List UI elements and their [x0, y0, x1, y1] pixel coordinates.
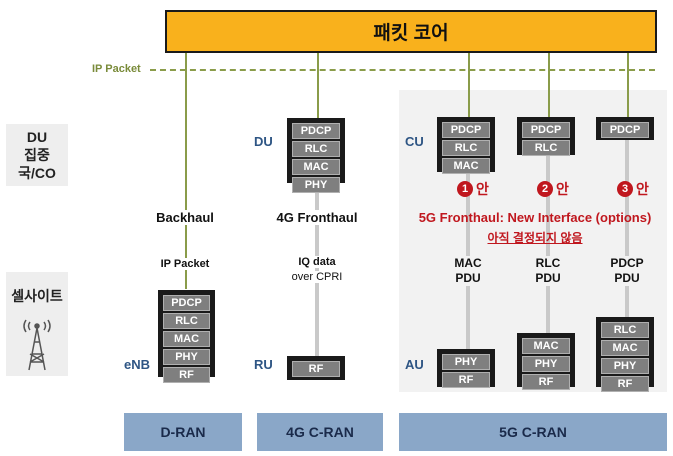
- ru-label: RU: [254, 357, 273, 372]
- du-layer: PHY: [292, 177, 340, 193]
- cran5g-label: 5G C-RAN: [499, 424, 567, 440]
- option-label: 안: [636, 181, 649, 197]
- option-2: 2 안: [537, 179, 569, 199]
- ru-layer: RF: [292, 361, 340, 377]
- cran4g-label: 4G C-RAN: [286, 424, 354, 440]
- du-co-box: DU 집중국/CO: [6, 124, 68, 186]
- cu-layer: MAC: [442, 158, 490, 174]
- ip-packet-dashed-line: [150, 69, 655, 71]
- ip-packet-top-label: IP Packet: [92, 63, 141, 75]
- fronthaul-opt3-line: [625, 140, 629, 318]
- option-1: 1 안: [457, 179, 489, 199]
- cu2-core-line: [548, 52, 550, 118]
- cell-site-box: 셀사이트: [6, 272, 68, 376]
- iq-data-label: IQ data: [282, 256, 352, 268]
- cu-layer: PDCP: [522, 122, 570, 138]
- option-number: 1: [457, 181, 473, 197]
- au-layer: RF: [442, 372, 490, 388]
- backhaul-label: Backhaul: [145, 210, 225, 225]
- fronthaul-4g-line: [315, 183, 319, 356]
- au-layer: RF: [601, 376, 649, 392]
- dran-bar: D-RAN: [124, 413, 242, 451]
- au-layer: RF: [522, 374, 570, 390]
- not-decided-label: 아직 결정되지 않음: [487, 231, 583, 245]
- fronthaul-opt2-line: [546, 155, 550, 335]
- cu-layer: PDCP: [442, 122, 490, 138]
- pdu-label-1: MAC PDU: [444, 256, 492, 286]
- ip-packet-mid-label: IP Packet: [145, 258, 225, 270]
- au-opt1-stack: PHY RF: [437, 349, 495, 388]
- au-layer: PHY: [442, 354, 490, 370]
- du-layer: RLC: [292, 141, 340, 157]
- au-layer: MAC: [601, 340, 649, 356]
- cell-site-label: 셀사이트: [11, 288, 63, 304]
- ru-stack: RF: [287, 356, 345, 380]
- cu-layer: PDCP: [601, 122, 649, 138]
- enb-label: eNB: [124, 357, 151, 372]
- du-node-label: DU: [254, 134, 273, 149]
- du-layer: PDCP: [292, 123, 340, 139]
- fronthaul-5g-label: 5G Fronthaul: New Interface (options): [418, 210, 652, 225]
- cran4g-bar: 4G C-RAN: [257, 413, 383, 451]
- option-label: 안: [556, 181, 569, 197]
- cu-label: CU: [405, 134, 424, 149]
- enb-layer: RLC: [163, 313, 210, 329]
- au-label: AU: [405, 357, 424, 372]
- option-number: 2: [537, 181, 553, 197]
- cu-layer: RLC: [522, 140, 570, 156]
- enb-layer: MAC: [163, 331, 210, 347]
- enb-layer: PHY: [163, 349, 210, 365]
- packet-core-label: 패킷 코어: [373, 23, 449, 44]
- fronthaul-4g-label: 4G Fronthaul: [262, 210, 372, 225]
- pdu-line2: PDU: [455, 271, 481, 285]
- au-layer: MAC: [522, 338, 570, 354]
- cell-tower-icon: [23, 319, 51, 371]
- au-layer: PHY: [601, 358, 649, 374]
- cu-opt3-stack: PDCP: [596, 117, 654, 140]
- pdu-line1: RLC: [535, 256, 561, 270]
- pdu-line2: PDU: [614, 271, 640, 285]
- option-number: 3: [617, 181, 633, 197]
- option-label: 안: [476, 181, 489, 197]
- pdu-line2: PDU: [535, 271, 561, 285]
- enb-layer: PDCP: [163, 295, 210, 311]
- pdu-line1: MAC: [454, 256, 482, 270]
- du-label: DU: [26, 129, 48, 145]
- au-opt2-stack: MAC PHY RF: [517, 333, 575, 390]
- cu-layer: RLC: [442, 140, 490, 156]
- cu-opt1-stack: PDCP RLC MAC: [437, 117, 495, 174]
- cu3-core-line: [627, 52, 629, 118]
- du-layer: MAC: [292, 159, 340, 175]
- option-3: 3 안: [617, 179, 649, 199]
- dran-label: D-RAN: [160, 424, 206, 440]
- packet-core: 패킷 코어: [165, 10, 657, 53]
- du-stack: PDCP RLC MAC PHY: [287, 118, 345, 193]
- pdu-label-2: RLC PDU: [524, 256, 572, 286]
- over-cpri-label: over CPRI: [282, 271, 352, 283]
- cran5g-bar: 5G C-RAN: [399, 413, 667, 451]
- enb-layer: RF: [163, 367, 210, 383]
- au-layer: RLC: [601, 322, 649, 338]
- pdu-label-3: PDCP PDU: [603, 256, 651, 286]
- backhaul-line: [185, 52, 187, 289]
- cu1-core-line: [468, 52, 470, 118]
- au-opt3-stack: RLC MAC PHY RF: [596, 317, 654, 392]
- cu-opt2-stack: PDCP RLC: [517, 117, 575, 156]
- au-layer: PHY: [522, 356, 570, 372]
- du-core-line: [317, 52, 319, 118]
- pdu-line1: PDCP: [610, 256, 644, 270]
- co-label: 집중국/CO: [18, 147, 56, 181]
- enb-stack: PDCP RLC MAC PHY RF: [158, 290, 215, 383]
